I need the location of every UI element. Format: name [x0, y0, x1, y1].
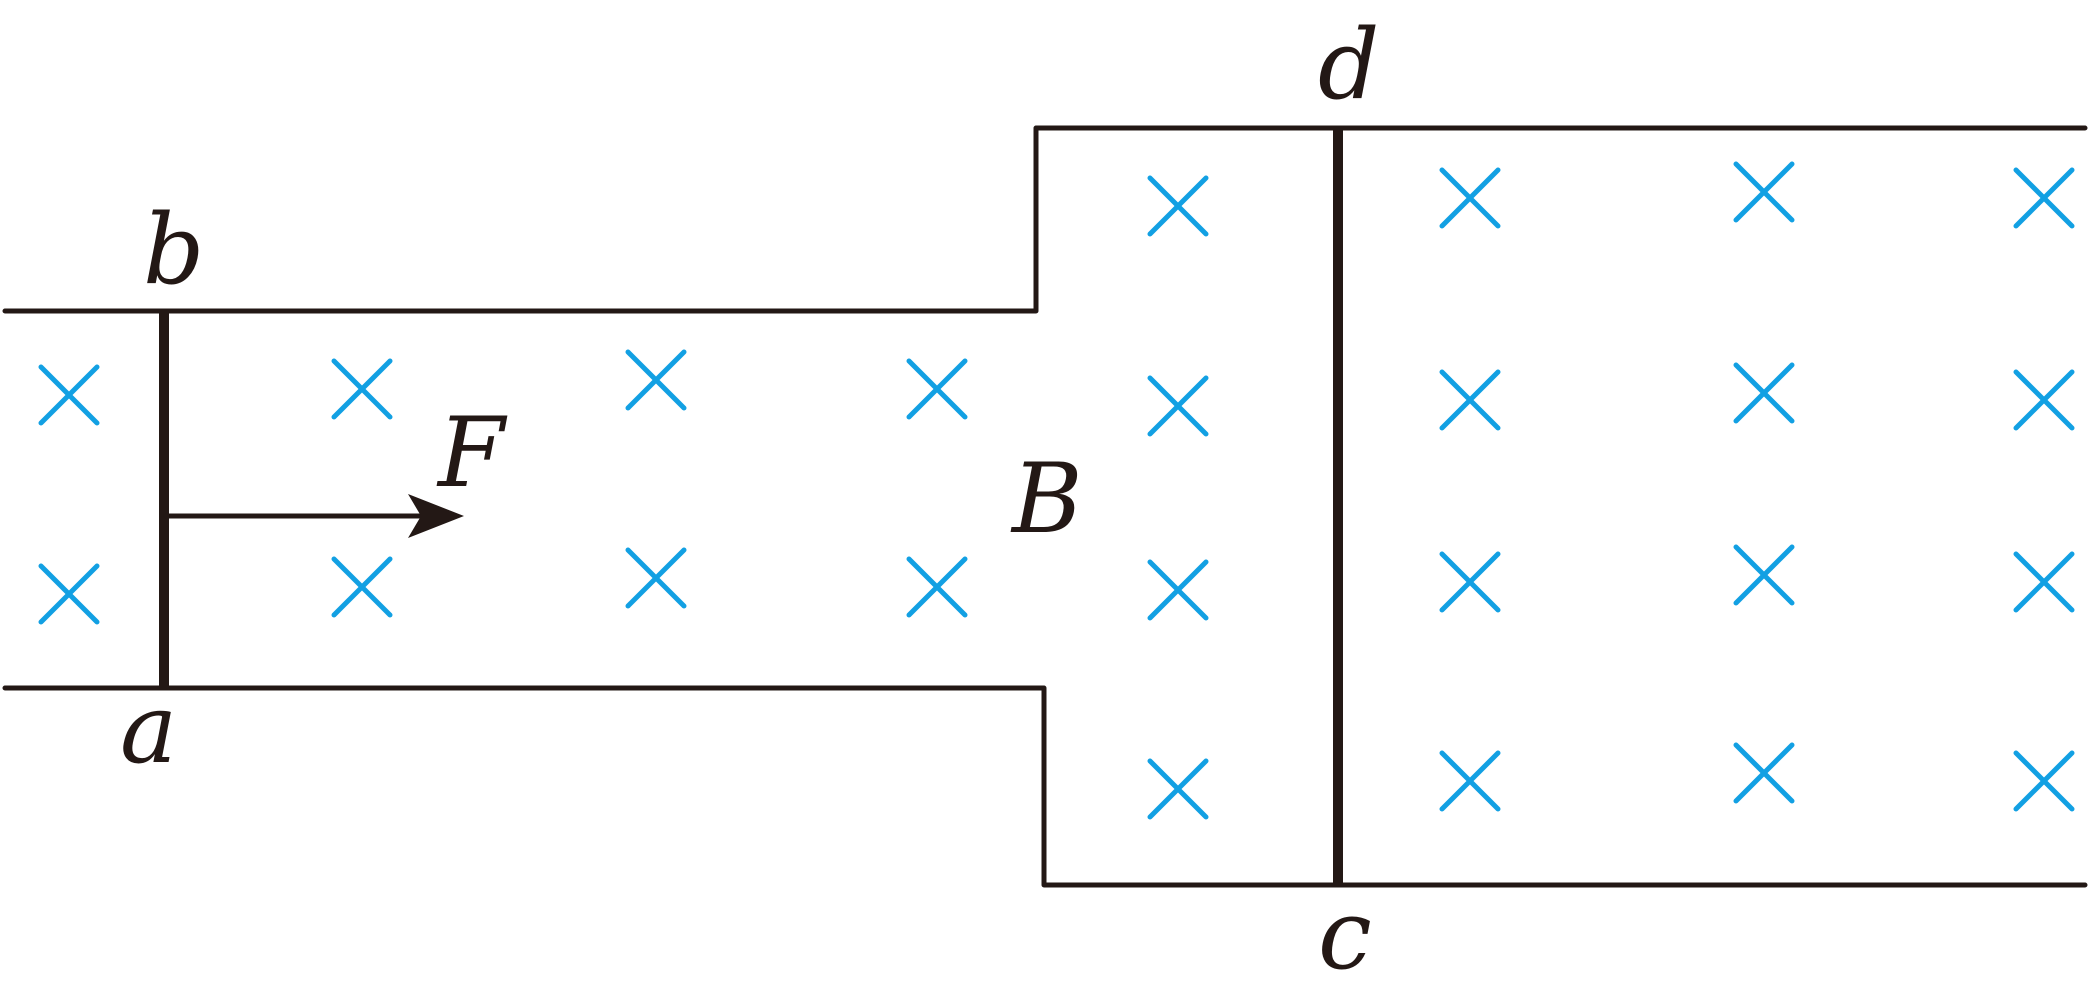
cross-x-icon: [2013, 167, 2075, 229]
cross-x-icon: [1439, 750, 1501, 812]
cross-x-icon: [1733, 544, 1795, 606]
cross-x-icon: [331, 358, 393, 420]
cross-x-icon: [906, 358, 968, 420]
cross-x-icon: [1147, 559, 1209, 621]
cross-x-icon: [38, 364, 100, 426]
cross-x-icon: [1439, 551, 1501, 613]
label-a: a: [120, 673, 177, 785]
cross-x-icon: [1147, 175, 1209, 237]
label-b: b: [143, 194, 204, 306]
cross-x-icon: [625, 547, 687, 609]
cross-x-icon: [2013, 369, 2075, 431]
narrow-top-rail: [2, 125, 2088, 314]
label-c: c: [1318, 879, 1372, 991]
narrow-bottom-rail: [2, 685, 2088, 888]
cross-x-icon: [1439, 369, 1501, 431]
label-field: B: [1010, 443, 1083, 555]
label-d: d: [1318, 9, 1379, 121]
cross-x-icon: [1439, 167, 1501, 229]
cross-x-icon: [2013, 750, 2075, 812]
narrow-rails: [2, 125, 2088, 888]
cross-x-icon: [1147, 375, 1209, 437]
cross-x-icon: [38, 563, 100, 625]
cross-x-icon: [1733, 362, 1795, 424]
cross-x-icon: [331, 556, 393, 618]
cross-x-icon: [1733, 161, 1795, 223]
force-arrow-icon: [163, 494, 464, 538]
cross-x-icon: [906, 556, 968, 618]
cross-x-icon: [1147, 758, 1209, 820]
cross-x-icon: [2013, 551, 2075, 613]
cross-x-icon: [625, 349, 687, 411]
magnetic-field-marks: [38, 161, 2075, 820]
cross-x-icon: [1733, 742, 1795, 804]
label-force: F: [436, 397, 508, 509]
